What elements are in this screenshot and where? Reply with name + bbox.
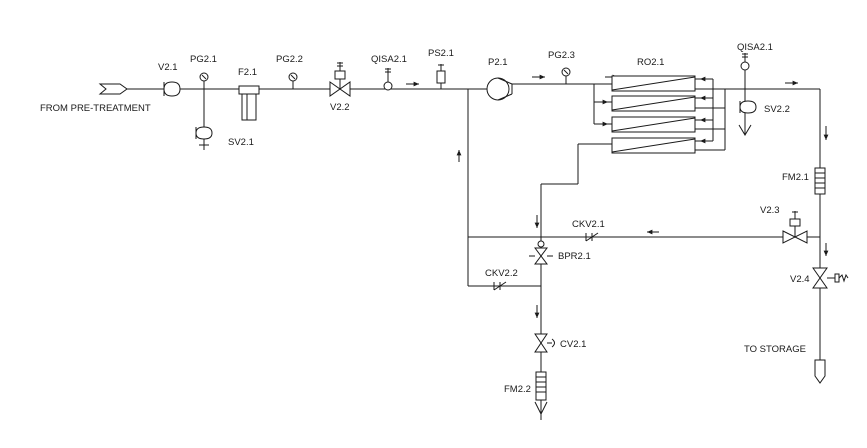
solenoid-valve-icon[interactable] xyxy=(195,126,213,148)
three-way-valve-icon[interactable] xyxy=(812,267,849,289)
label-cv21: CV2.1 xyxy=(560,339,586,350)
ro-membrane-icon xyxy=(611,75,696,154)
label-fm21: FM2.1 xyxy=(782,172,809,183)
pipes xyxy=(127,70,821,410)
label-sv22: SV2.2 xyxy=(764,104,790,115)
pressure-switch-icon xyxy=(436,64,446,89)
check-valve-icon xyxy=(493,281,507,291)
cartridge-filter-icon xyxy=(238,85,260,121)
label-pg21: PG2.1 xyxy=(190,54,217,65)
label-destination: TO STORAGE xyxy=(744,344,806,355)
label-pg22: PG2.2 xyxy=(276,54,303,65)
label-ps21: PS2.1 xyxy=(428,48,454,59)
gate-valve-icon[interactable] xyxy=(163,81,181,97)
labels: FROM PRE-TREATMENT V2.1 PG2.1 SV2.1 F2.1… xyxy=(40,42,810,395)
label-pg23: PG2.3 xyxy=(548,50,575,61)
back-pressure-regulator-icon[interactable] xyxy=(529,240,553,265)
label-v24: V2.4 xyxy=(790,274,810,285)
label-ckv22: CKV2.2 xyxy=(485,268,518,279)
label-v21: V2.1 xyxy=(158,62,178,73)
control-valve-icon[interactable] xyxy=(534,333,555,353)
inlet-connector-icon xyxy=(98,83,128,95)
flowmeter-icon xyxy=(814,167,826,195)
label-source: FROM PRE-TREATMENT xyxy=(40,103,151,114)
conductivity-sensor-icon xyxy=(740,53,750,71)
conductivity-sensor-icon xyxy=(383,68,393,91)
centrifugal-pump-icon[interactable] xyxy=(486,77,513,101)
label-f21: F2.1 xyxy=(238,67,257,78)
motor-valve-icon[interactable] xyxy=(782,211,808,244)
pressure-gauge-icon xyxy=(199,72,209,82)
label-qisa21-out: QISA2.1 xyxy=(737,42,773,53)
label-sv21: SV2.1 xyxy=(228,137,254,148)
label-ckv21: CKV2.1 xyxy=(572,219,605,230)
label-v23: V2.3 xyxy=(760,205,780,216)
pressure-gauge-icon xyxy=(561,67,571,84)
label-v22: V2.2 xyxy=(330,102,350,113)
label-p21: P2.1 xyxy=(488,57,508,68)
motor-valve-icon[interactable] xyxy=(329,62,351,97)
drain-icon xyxy=(814,359,826,384)
label-ro21: RO2.1 xyxy=(637,57,664,68)
solenoid-valve-icon[interactable] xyxy=(738,100,757,136)
label-qisa21-in: QISA2.1 xyxy=(371,54,407,65)
label-fm22: FM2.2 xyxy=(504,384,531,395)
flowmeter-icon xyxy=(535,371,547,401)
label-bpr21: BPR2.1 xyxy=(558,251,591,262)
drain-icon xyxy=(534,400,548,420)
flow-arrows xyxy=(406,74,829,318)
pressure-gauge-icon xyxy=(288,72,298,89)
check-valve-icon xyxy=(585,232,599,242)
